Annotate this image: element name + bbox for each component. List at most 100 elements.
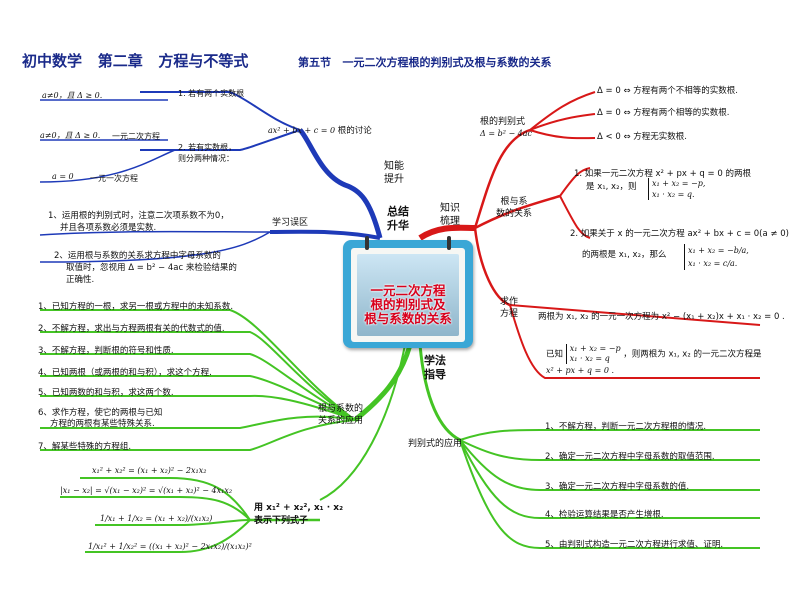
gyxs-item1-l2: 是 x₁, x₂，则 [586, 182, 637, 192]
biaoshi-node: 用 x₁² + x₂², x₁ · x₂ 表示下列式子 [254, 502, 343, 528]
biaoshi-label-l2: 表示下列式子 [254, 516, 309, 526]
gyxs-item1-f1: x₁ + x₂ = −p, [652, 179, 706, 188]
pbs-label: 根的判别式 [480, 117, 526, 127]
green-branch-lines [40, 309, 760, 553]
gyxs-node: 根与系 数的关系 [496, 196, 532, 220]
gyxsyy-item4: 4、已知两根（或两根的和与积），求这个方程. [38, 368, 212, 378]
branch-zongjie: 总结 升华 [387, 205, 409, 233]
wuqu-item2-l2: 取值时，忽视用 Δ = b² − 4ac 来检验结果的 [66, 263, 237, 273]
qzfc-node: 求作 方程 [500, 296, 518, 320]
gyxs-item2-l2: 的两根是 x₁, x₂，那么 [582, 250, 667, 260]
gyxsyy-label-l2: 关系的应用 [318, 416, 364, 426]
gyxsyy-item1: 1、已知方程的一根，求另一根或方程中的未知系数. [38, 302, 234, 312]
biaoshi-f2: |x₁ − x₂| = √(x₁ − x₂)² = √(x₁ + x₂)² − … [60, 486, 233, 495]
center-line2: 根的判别式及 [370, 297, 446, 312]
qzfc-l2-f2: x₁ · x₂ = q [569, 354, 610, 363]
pbsyy-item2: 2、确定一元二次方程中字母系数的取值范围. [545, 452, 715, 462]
gyxs-item2-f2: x₁ · x₂ = c/a. [688, 259, 738, 268]
pbsyy-item3: 3、确定一元二次方程中字母系数的值. [545, 482, 690, 492]
blue-branch-lines [39, 91, 383, 263]
gyxsyy-item3: 3、不解方程，判断根的符号和性质. [38, 346, 174, 356]
branch-xuefa: 学法 指导 [424, 354, 446, 382]
branch-zhineng: 知能 提升 [384, 160, 404, 186]
case1-cond: a≠0，且 Δ ≥ 0. [42, 91, 103, 100]
gyxsyy-item2: 2、不解方程，求出与方程两根有关的代数式的值. [38, 324, 225, 334]
branch-zhishi: 知识 梳理 [440, 202, 460, 228]
pbs-r3: Δ < 0 ⇔ 方程无实数根. [597, 132, 687, 142]
gyxsyy-label-l1: 根与系数的 [318, 404, 364, 414]
wuqu-item2-l3: 正确性. [66, 275, 95, 285]
section-name: 一元二次方程根的判别式及根与系数的关系 [342, 56, 552, 69]
pbsyy-label: 判别式的应用 [408, 439, 463, 449]
gyxsyy-item5: 5、已知两数的和与积，求这两个数. [38, 388, 174, 398]
gyxs-item1-l1: 1. 如果一元二次方程 x² + px + q = 0 的两根 [574, 169, 751, 179]
case3-note: 一元一次方程 [90, 174, 138, 183]
pbsyy-item5: 5、由判别式构造一元二次方程进行求值、证明. [545, 540, 724, 550]
qzfc-l1: 两根为 x₁, x₂ 的一元一次方程为 x² − (x₁ + x₂)x + x₁… [538, 312, 785, 322]
case2-note: 一元二次方程 [112, 132, 160, 141]
gyxs-item2-l1: 2. 如果关于 x 的一元二次方程 ax² + bx + c = 0(a ≠ 0… [570, 229, 789, 239]
wuqu-item1-l2: 并且各项系数必须是实数. [60, 223, 157, 233]
biaoshi-label-l1: 用 x₁² + x₂², x₁ · x₂ [254, 503, 344, 513]
gyxs-item2-f1: x₁ + x₂ = −b/a, [688, 246, 749, 255]
biaoshi-f4: 1/x₁² + 1/x₂² = ((x₁ + x₂)² − 2x₁x₂)/(x₁… [88, 542, 252, 551]
qzfc-l2-given: 已知 [546, 349, 564, 360]
wuqu-item1: 1、运用根的判别式时，注意二次项系数不为0， 并且各项系数必须是实数. [48, 210, 229, 234]
discussion-node: ax² + bx + c = 0 根的讨论 [268, 124, 372, 136]
branch-zhishi-l1: 知识 [440, 203, 460, 214]
branch-zhishi-l2: 梳理 [440, 216, 460, 227]
qzfc-l2-f1: x₁ + x₂ = −p [569, 344, 621, 353]
gyxs-item2: 2. 如果关于 x 的一元二次方程 ax² + bx + c = 0(a ≠ 0… [570, 228, 789, 262]
discussion-eq: ax² + bx + c = 0 [268, 126, 336, 135]
gyxsyy-node: 根与系数的 关系的应用 [318, 403, 363, 427]
case2-label-l2: 则分两种情况： [178, 154, 234, 163]
branch-zhineng-l2: 提升 [384, 174, 404, 185]
pbsyy-item4: 4、检验运算结果是否产生增根. [545, 510, 664, 520]
chapter-label: 第二章 [97, 52, 143, 70]
section-label: 第五节 [298, 56, 331, 69]
gyxsyy-item6: 6、求作方程，使它的两根与已知 方程的两根有某些特殊关系. [38, 408, 162, 430]
section-title: 第五节 一元二次方程根的判别式及根与系数的关系 [298, 54, 552, 70]
gyxs-item1-system: x₁ + x₂ = −p, x₁ · x₂ = q. [648, 178, 705, 200]
gyxs-item1-f2: x₁ · x₂ = q. [652, 190, 695, 199]
wuqu-item2: 2、运用根与系数的关系求方程中字母系数的 取值时，忽视用 Δ = b² − 4a… [54, 250, 237, 286]
branch-xuefa-l2: 指导 [424, 368, 446, 381]
discussion-label: 根的讨论 [337, 126, 372, 136]
gyxs-item2-system: x₁ + x₂ = −b/a, x₁ · x₂ = c/a. [684, 244, 749, 270]
case3-cond: a = 0 [52, 172, 74, 181]
qzfc-l2-tail: ，则两根为 x₁, x₂ 的一元二次方程是 [623, 349, 762, 360]
center-line1: 一元二次方程 [370, 283, 446, 298]
qzfc-label-l2: 方程 [500, 309, 519, 319]
wuqu-item2-l1: 2、运用根与系数的关系求方程中字母系数的 [54, 251, 221, 261]
gyxsyy-item6-l2: 方程的两根有某些特殊关系. [50, 419, 155, 429]
branch-xuefa-l1: 学法 [424, 354, 446, 367]
qzfc-label-l1: 求作 [500, 297, 519, 307]
biaoshi-f1: x₁² + x₂² = (x₁ + x₂)² − 2x₁x₂ [92, 466, 207, 475]
branch-zongjie-l2: 升华 [387, 219, 409, 232]
case2-label-l1: 2. 若有实数根， [178, 143, 237, 152]
qzfc-l3: x² + px + q = 0 . [546, 366, 615, 375]
qzfc-l2: 已知 x₁ + x₂ = −p x₁ · x₂ = q ，则两根为 x₁, x₂… [546, 344, 761, 364]
wuqu-label: 学习误区 [272, 218, 309, 228]
course-label: 初中数学 [22, 52, 83, 70]
branch-zhineng-l1: 知能 [384, 161, 404, 172]
center-line3: 根与系数的关系 [364, 311, 452, 326]
case2-cond: a≠0，且 Δ ≥ 0. [40, 131, 101, 140]
biaoshi-f3: 1/x₁ + 1/x₂ = (x₁ + x₂)/(x₁x₂) [100, 514, 213, 523]
pbs-node: 根的判别式 Δ = b² − 4ac [480, 116, 532, 140]
chapter-title: 方程与不等式 [158, 52, 249, 70]
gyxs-label-l2: 数的关系 [496, 209, 533, 219]
wuqu-item1-l1: 1、运用根的判别式时，注意二次项系数不为0， [48, 211, 229, 221]
gyxs-item1: 1. 如果一元二次方程 x² + px + q = 0 的两根 是 x₁, x₂… [574, 168, 751, 194]
pbsyy-item1: 1、不解方程，判断一元二次方程根的情况. [545, 422, 707, 432]
branch-zongjie-l1: 总结 [387, 205, 409, 218]
pbs-formula: Δ = b² − 4ac [480, 129, 533, 138]
case1-label: 1. 若有两个实数根 [178, 89, 245, 98]
gyxs-label-l1: 根与系 [500, 197, 528, 207]
red-branch-lines [418, 91, 761, 379]
gyxsyy-item6-l1: 6、求作方程，使它的两根与已知 [38, 408, 163, 418]
header-title: 初中数学 第二章 方程与不等式 [22, 50, 248, 71]
center-topic: 一元二次方程 根的判别式及 根与系数的关系 [343, 236, 473, 348]
case2-label: 2. 若有实数根， 则分两种情况： [178, 142, 236, 164]
